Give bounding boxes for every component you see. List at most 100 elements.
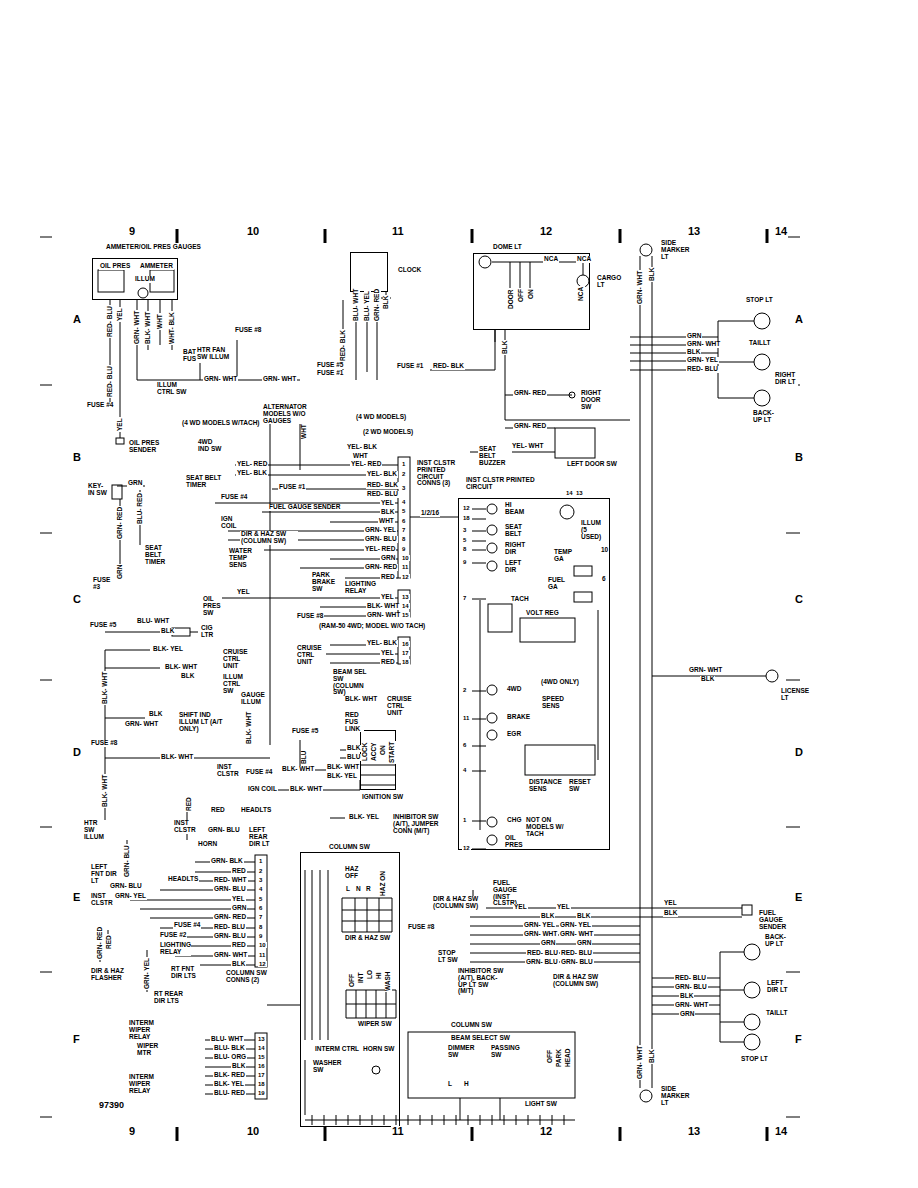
wire-label: FUEL GA bbox=[547, 577, 565, 591]
wire-label: YEL- BLK bbox=[366, 640, 398, 647]
wire-label: CHG bbox=[506, 817, 522, 824]
wire-label: EGR bbox=[506, 731, 522, 738]
wire-label: BLK bbox=[576, 913, 591, 920]
wire-label: 14 bbox=[565, 490, 574, 496]
wire bbox=[320, 870, 321, 1040]
wire bbox=[516, 1115, 517, 1125]
wire-label: 1 bbox=[401, 461, 406, 467]
wire-label: BLU- RED bbox=[137, 492, 144, 525]
wire-label: GRN- WHT bbox=[134, 310, 141, 345]
wire-label: HTR FAN SW ILLUM bbox=[196, 347, 234, 361]
wire-label: BLK bbox=[180, 673, 195, 680]
lamp-symbol bbox=[487, 835, 497, 845]
component-outline bbox=[255, 1033, 267, 1099]
wire bbox=[372, 1115, 373, 1125]
wire-label: YEL- BLK bbox=[346, 444, 378, 451]
wire bbox=[324, 1115, 325, 1125]
wire-label: CRUISE CTRL UNIT bbox=[222, 649, 252, 669]
wire bbox=[205, 1067, 255, 1068]
wire-label: BLU- WHT bbox=[353, 288, 360, 322]
wire-label: HI BEAM bbox=[504, 502, 528, 516]
lamp-symbol bbox=[479, 256, 491, 268]
wire-label: 9 bbox=[401, 546, 406, 552]
wire-label: BLK- WHT bbox=[160, 754, 194, 761]
wire-label: GRN- WHT bbox=[559, 931, 594, 938]
grid-divider bbox=[619, 229, 622, 243]
wire-label: RED- BLU bbox=[107, 305, 114, 338]
wire-label: BLK- WHT bbox=[289, 786, 323, 793]
wire-label: RED- BLU bbox=[366, 491, 399, 498]
wire-label: YEL- WHT bbox=[511, 443, 544, 450]
wire-label: GRN bbox=[576, 940, 592, 947]
wire bbox=[305, 1060, 306, 1115]
grid-reference: 9 bbox=[128, 1126, 136, 1138]
wire-label: LIGHT SW bbox=[524, 1101, 558, 1108]
wire bbox=[630, 353, 718, 354]
wire bbox=[598, 610, 599, 760]
wire-label: 10 bbox=[401, 555, 410, 561]
wire-label: RIGHT DOOR SW bbox=[580, 390, 612, 410]
wire-label: HORN SW bbox=[362, 1046, 395, 1053]
wire bbox=[528, 1115, 529, 1125]
lamp-symbol bbox=[560, 505, 574, 519]
wire bbox=[786, 827, 800, 828]
wire bbox=[472, 519, 486, 520]
wire-label: BACK-UP LT bbox=[764, 934, 788, 948]
wire-label: 11 bbox=[401, 564, 409, 570]
wire-label: GRN bbox=[380, 555, 396, 562]
wire-label: HEADLTS bbox=[167, 876, 199, 883]
node-title: INST CLSTR PRINTED CIRCUIT bbox=[465, 477, 537, 491]
wire-label: GRN- YEL bbox=[559, 922, 592, 929]
wire bbox=[348, 1115, 349, 1125]
wire bbox=[200, 362, 201, 380]
lamp-symbol bbox=[744, 944, 760, 960]
wire-label: LOCK bbox=[362, 742, 369, 762]
wire bbox=[505, 330, 630, 420]
wire-label: GRN- BLU bbox=[674, 984, 708, 991]
lamp-symbol bbox=[744, 1034, 760, 1050]
wire bbox=[360, 765, 396, 766]
wire-label: HORN bbox=[197, 841, 218, 848]
wire-label: CRUISE CTRL UNIT bbox=[386, 696, 418, 716]
wire bbox=[336, 1115, 337, 1125]
wire bbox=[786, 680, 800, 681]
wire bbox=[376, 990, 377, 1018]
wire-label: WHT- BLK bbox=[169, 311, 176, 345]
lamp-symbol bbox=[487, 543, 497, 553]
wire bbox=[330, 818, 345, 819]
node-title: CLOCK bbox=[397, 267, 422, 274]
wire-label: VOLT REG bbox=[525, 610, 560, 617]
wire-label: BLK- WHT bbox=[326, 764, 360, 771]
wire-bundle bbox=[267, 1005, 300, 1006]
wire-label: 2 bbox=[401, 471, 406, 477]
wire-label: YEL bbox=[231, 896, 246, 903]
wire-label: BLK- WHT bbox=[246, 711, 253, 745]
wire-label: 11 bbox=[462, 715, 470, 721]
grid-reference: C bbox=[794, 594, 804, 606]
wire-label: GRN- YEL bbox=[364, 527, 397, 534]
grid-reference: B bbox=[794, 452, 804, 464]
wire-label: RED- BLU bbox=[674, 975, 707, 982]
wire bbox=[472, 563, 486, 564]
wire-label: BLK- WHT bbox=[164, 664, 198, 671]
wire-label: GRN- WHT bbox=[523, 931, 558, 938]
component-outline bbox=[488, 604, 512, 632]
wire-label: RED bbox=[210, 807, 226, 814]
wire bbox=[40, 237, 52, 238]
wire-label: INST CLSTR bbox=[216, 764, 240, 778]
wire bbox=[270, 410, 271, 745]
wire-label: OFF bbox=[547, 1049, 554, 1064]
wire-label: BLK bbox=[346, 745, 361, 752]
grid-reference: 10 bbox=[246, 226, 260, 238]
lamp-symbol bbox=[640, 244, 652, 256]
grid-reference: 12 bbox=[539, 1126, 553, 1138]
wire-label: BLK- YEL bbox=[213, 1081, 245, 1088]
wire-label: GRN- RED bbox=[513, 390, 547, 397]
wire bbox=[472, 599, 486, 600]
grid-reference: F bbox=[794, 1034, 803, 1046]
wire-label: PARK BRAKE SW bbox=[311, 572, 341, 592]
wire-label: BLU- RED bbox=[213, 1090, 246, 1097]
wire-label: PARK bbox=[556, 1048, 563, 1068]
wire-label: NCA bbox=[576, 256, 592, 263]
wire-label: INHIBITOR SW (A/T), BACK-UP LT SW (M/T) bbox=[457, 968, 505, 995]
